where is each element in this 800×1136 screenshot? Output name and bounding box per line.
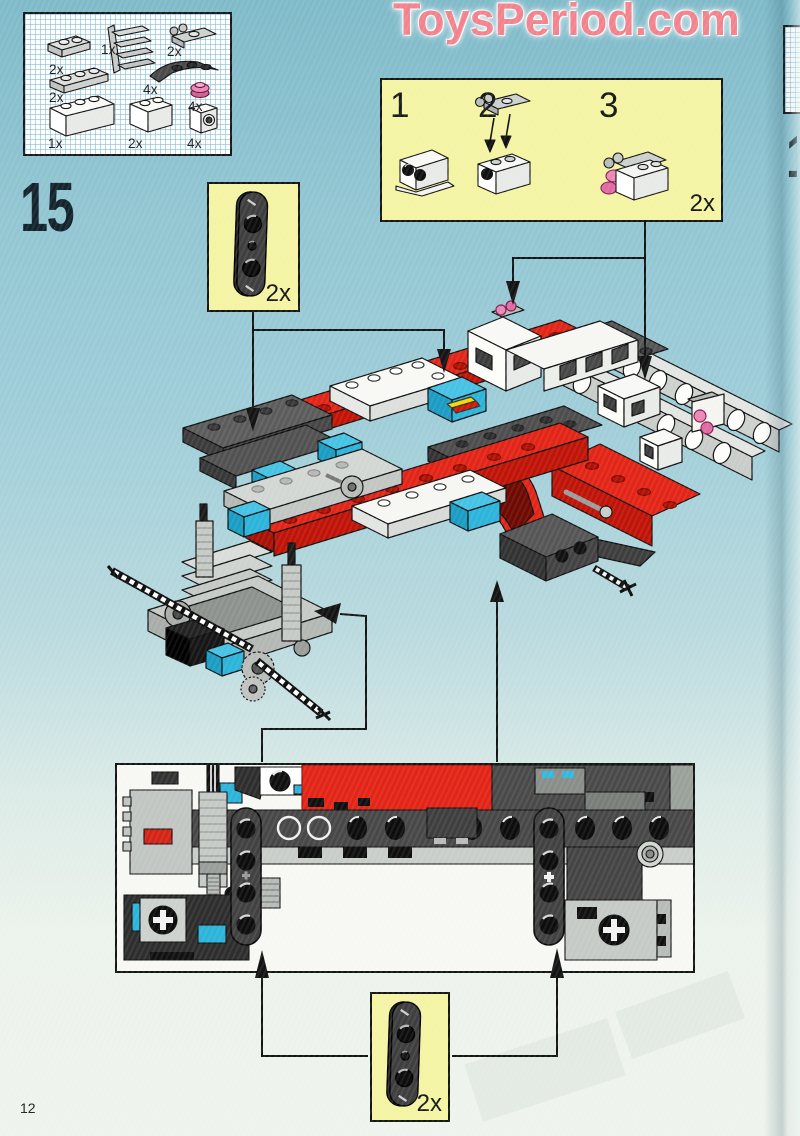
substep-box: 1 2 3 [380,78,723,222]
link-count: 2x [265,280,291,307]
part-count: 2x [128,136,143,151]
watermark: ToysPeriod.com [393,0,740,45]
main-assembly-illustration [100,290,800,730]
part-ladder [108,25,155,73]
page-number: 12 [20,1100,36,1116]
technic-link-icon [372,994,444,1116]
part-count: 1x [101,42,116,57]
detail-side-view [117,765,693,971]
substep-3-label: 3 [599,86,619,125]
part-count: 4x [187,136,202,151]
substep-count: 2x [689,190,715,217]
link-in-frame-right [534,808,564,945]
detail-frame [115,763,695,973]
part-plate-1x2 [48,36,90,57]
part-roller-pink [191,83,209,98]
part-brick-1x4 [50,96,114,136]
substep-2-label: 2 [478,86,498,125]
next-step-number-partial: 1 [786,122,797,184]
page-showthrough [615,970,745,1060]
parts-inventory-box: 2x 1x 2x 2x 4x 4x 1x 2x 4x [23,12,232,156]
link-callout-bottom: 2x [370,992,450,1122]
substep-2-part [476,94,531,195]
part-brick-1x1-technic [190,104,217,133]
link-in-frame-left [231,808,261,945]
substep-1-part [396,150,454,196]
next-parts-box-partial [783,25,800,114]
substep-illustration [382,80,721,220]
part-count: 4x [143,82,158,97]
link-count: 2x [416,1090,442,1117]
part-count: 2x [49,90,64,105]
link-callout-top: 2x [207,182,300,312]
technic-link-icon [209,184,294,306]
part-count: 1x [48,136,63,151]
part-count: 2x [167,44,182,59]
part-hinge-plate [170,24,216,48]
part-curved-arm [150,61,218,82]
part-count: 4x [188,99,203,114]
part-brick-2x2 [130,97,172,132]
parts-illustration [25,14,230,154]
part-count: 2x [49,62,64,77]
substep-1-label: 1 [390,86,410,125]
part-plate-1x3 [50,68,108,93]
page-showthrough [464,1018,626,1122]
step-number: 15 [20,168,75,246]
substep-3-part [601,152,668,200]
